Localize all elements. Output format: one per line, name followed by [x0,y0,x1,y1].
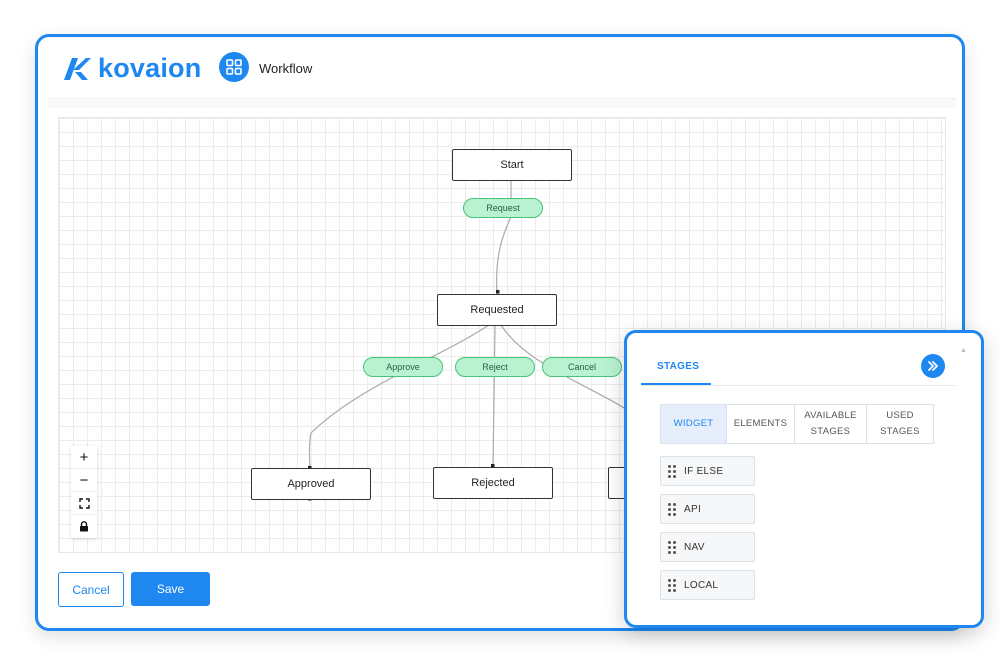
edge-requested-reject [492,324,496,469]
stage-item-label: API [684,503,702,515]
transition-cancel[interactable]: Cancel [542,357,622,377]
cancel-button[interactable]: Cancel [58,572,124,607]
grid-icon [226,59,242,75]
brand-logo[interactable]: kovaion [60,53,201,84]
canvas-controls: + − [71,446,97,538]
workflow-node-rejected[interactable]: Rejected [433,467,553,499]
zoom-in-button[interactable]: + [71,446,97,469]
stage-item-if-else[interactable]: IF ELSE [660,456,755,486]
drag-handle-icon[interactable] [668,465,676,478]
drag-handle-icon[interactable] [668,503,676,516]
workflow-node-start[interactable]: Start [452,149,572,181]
stage-item-label: IF ELSE [684,465,724,477]
page-title: Workflow [259,61,313,76]
stage-item-nav[interactable]: NAV [660,532,755,562]
lock-icon [80,521,88,532]
workflow-node-requested[interactable]: Requested [437,294,557,326]
segment-widget[interactable]: WIDGET [661,405,727,443]
brand-name: kovaion [98,53,202,83]
fit-view-icon [78,497,90,509]
save-button[interactable]: Save [131,572,210,606]
edge-request-requested [496,216,512,295]
header: kovaion Workflow [38,37,962,99]
fit-view-button[interactable] [71,492,97,515]
panel-divider [641,385,956,386]
app-menu-button[interactable] [219,52,249,82]
header-divider [48,98,956,108]
double-chevron-right-icon [928,361,938,371]
segment-elements[interactable]: ELEMENTS [727,405,795,443]
zoom-out-button[interactable]: − [71,469,97,492]
transition-approve[interactable]: Approve [363,357,443,377]
edge-requested-approve [308,324,490,469]
drag-handle-icon[interactable] [668,541,676,554]
stage-item-api[interactable]: API [660,494,755,524]
collapse-panel-button[interactable] [921,354,945,378]
drag-handle-icon[interactable] [668,579,676,592]
stage-item-local[interactable]: LOCAL [660,570,755,600]
tab-stages[interactable]: STAGES [657,361,700,372]
stage-item-label: LOCAL [684,579,719,591]
lock-button[interactable] [71,515,97,538]
workflow-edges [308,177,640,501]
scroll-up-icon[interactable]: ▲ [960,347,967,354]
transition-request[interactable]: Request [463,198,543,218]
stage-item-label: NAV [684,541,705,553]
transition-reject[interactable]: Reject [455,357,535,377]
workflow-node-approved[interactable]: Approved [251,468,371,500]
active-tab-indicator [641,383,711,385]
kovaion-logo-icon [64,57,91,80]
